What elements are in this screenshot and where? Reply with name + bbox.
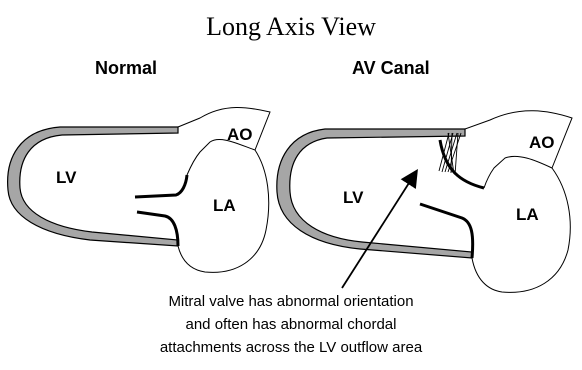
caption-line-3: attachments across the LV outflow area (0, 336, 582, 359)
normal-ao-label: AO (227, 125, 253, 145)
av-canal-mitral-anterior (440, 140, 484, 188)
normal-lv-label: LV (56, 168, 76, 188)
caption-line-2: and often has abnormal chordal (0, 313, 582, 336)
normal-aorta (178, 107, 270, 175)
caption-line-1: Mitral valve has abnormal orientation (0, 290, 582, 313)
normal-lv-wall (8, 127, 178, 246)
av-canal-lv-label: LV (343, 188, 363, 208)
av-canal-heart (277, 111, 572, 293)
normal-la-label: LA (213, 196, 236, 216)
av-canal-ao-label: AO (529, 133, 555, 153)
caption: Mitral valve has abnormal orientation an… (0, 290, 582, 359)
av-canal-la (472, 168, 570, 292)
av-canal-la-label: LA (516, 205, 539, 225)
av-canal-aorta (465, 111, 572, 188)
normal-mitral-anterior (135, 175, 187, 197)
